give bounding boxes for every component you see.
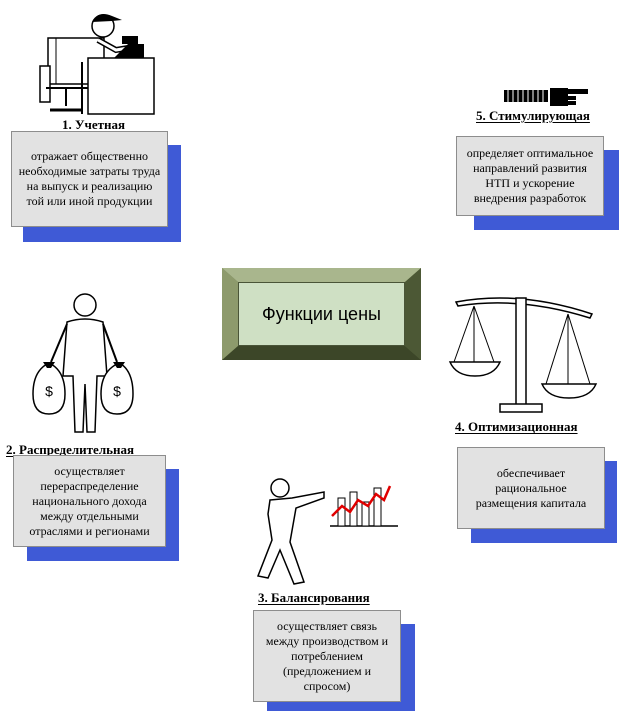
title-distributive: 2. Распределительная	[6, 442, 135, 457]
center-frame: Функции цены	[222, 268, 421, 360]
accounting-card: отражает общественно необходимые затраты…	[11, 131, 181, 242]
stimulating-text: определяет оптимальное направлений разви…	[456, 136, 604, 216]
optimization-text: обеспечивает рациональное размещения кап…	[457, 447, 605, 529]
title-accounting: 1. Учетная	[62, 117, 126, 132]
money-bags-person-icon: $ $	[32, 293, 134, 433]
svg-text:$: $	[113, 383, 121, 399]
pointing-hand-icon	[504, 88, 588, 106]
title-balancing: 3. Балансирования	[258, 590, 370, 605]
balancing-card: осуществляет связь между производством и…	[253, 610, 415, 711]
svg-text:$: $	[45, 383, 53, 399]
optimization-card: обеспечивает рациональное размещения кап…	[457, 447, 617, 543]
balance-scale-icon	[448, 297, 598, 413]
office-worker-icon	[39, 14, 155, 115]
center-title: Функции цены	[238, 282, 405, 346]
distributive-card: осуществляет перераспределение националь…	[13, 455, 179, 561]
stimulating-card: определяет оптимальное направлений разви…	[456, 136, 619, 230]
distributive-text: осуществляет перераспределение националь…	[13, 455, 166, 547]
balancing-text: осуществляет связь между производством и…	[253, 610, 401, 702]
title-stimulating: 5. Стимулирующая	[476, 108, 590, 123]
accounting-text: отражает общественно необходимые затраты…	[11, 131, 168, 227]
person-with-chart-icon	[256, 478, 398, 585]
title-optimization: 4. Оптимизационная	[455, 419, 578, 434]
center-bevel	[222, 268, 421, 360]
